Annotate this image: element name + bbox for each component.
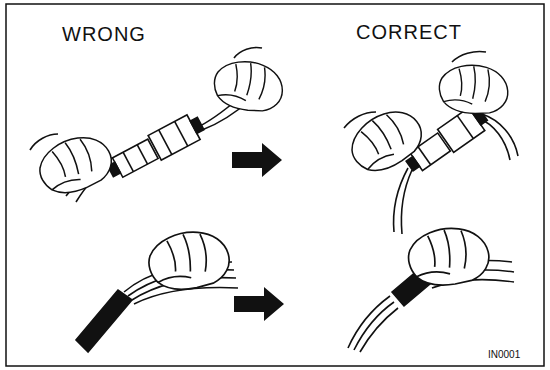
- direction-arrow: [232, 143, 282, 177]
- wrong-connector-pull: [30, 47, 287, 202]
- panel-heading: WRONG: [62, 24, 146, 44]
- correct-wire-pull: [348, 296, 398, 352]
- wrong-wire-pull: [76, 290, 132, 352]
- wrong-wire-pull: [76, 227, 238, 352]
- wrong-connector-pull: [137, 145, 147, 164]
- wrong-connector-pull: [159, 130, 172, 155]
- wrong-connector-pull: [33, 128, 119, 200]
- panel-heading: CORRECT: [356, 22, 462, 42]
- figure-code: IN0001: [488, 350, 520, 360]
- frame-border: [6, 4, 544, 366]
- correct-connector-pull: [406, 157, 419, 171]
- wrong-connector-pull: [123, 152, 133, 171]
- wrong-connector-pull: [190, 117, 204, 133]
- correct-wire-pull: [406, 225, 491, 288]
- correct-connector-pull: [437, 62, 510, 116]
- correct-connector-pull: [342, 51, 518, 234]
- wrong-connector-pull: [175, 121, 188, 146]
- correct-connector-pull: [457, 116, 473, 139]
- direction-arrow: [234, 287, 284, 321]
- correct-wire-pull: [348, 225, 514, 352]
- wrong-wire-pull: [145, 227, 232, 294]
- wrong-connector-pull: [211, 56, 287, 115]
- correct-connector-pull: [418, 147, 431, 165]
- wrong-connector-pull: [104, 111, 207, 184]
- correct-connector-pull: [342, 101, 430, 181]
- correct-connector-pull: [344, 51, 486, 128]
- correct-connector-pull: [394, 168, 412, 234]
- wrong-connector-pull: [30, 47, 262, 150]
